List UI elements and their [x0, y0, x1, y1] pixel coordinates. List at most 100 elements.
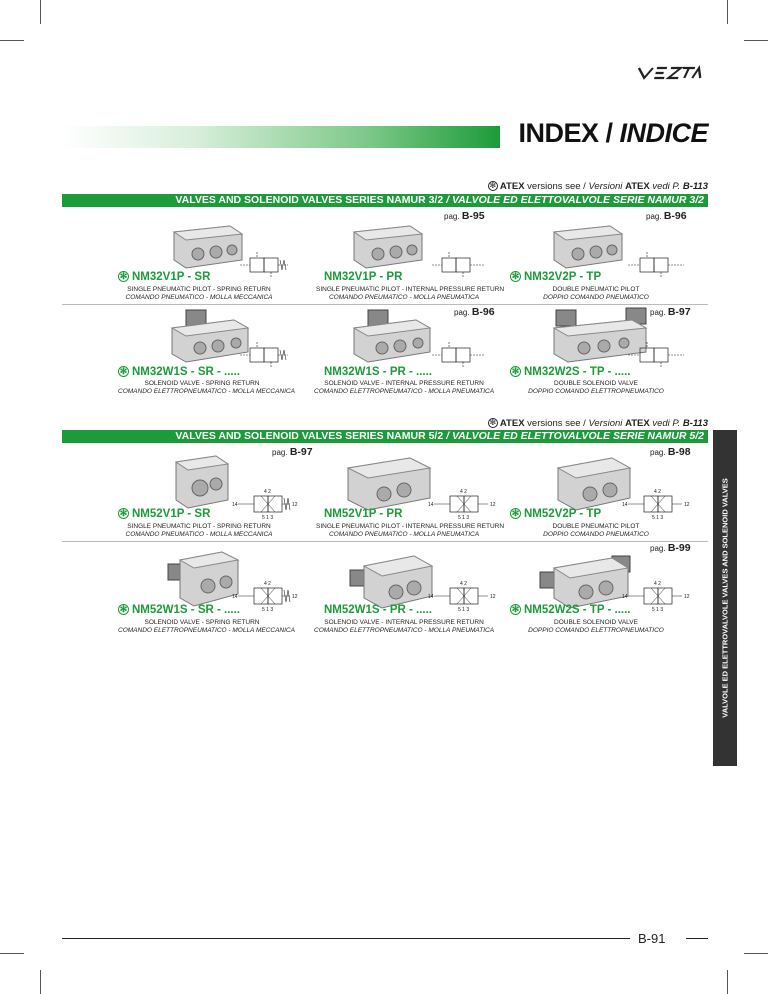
product-desc-en: SINGLE PNEUMATIC PILOT - SPRING RETURN [127, 286, 271, 293]
product-desc-en: DOUBLE SOLENOID VALVE [554, 619, 638, 626]
valve-product-image [556, 457, 632, 511]
svg-text:4 2: 4 2 [264, 489, 271, 495]
page-ref[interactable]: pag. B-96 [454, 306, 495, 318]
svg-text:5 1 3: 5 1 3 [652, 607, 663, 613]
valve-product-image [352, 225, 424, 269]
atex-star-icon: ✻ [118, 366, 129, 378]
valve-symbol-icon [240, 252, 288, 278]
product-desc-it: COMANDO PNEUMATICO - MOLLA PNEUMATICA [328, 531, 480, 538]
side-tab-label: VALVOLE ED ELETTROVALVOLE VALVES AND SOL… [720, 478, 730, 718]
product-name[interactable]: NM52W1S - PR - ..... [324, 604, 432, 616]
valve-symbol-5-2-icon: 4 2 14 12 5 1 3 [428, 581, 496, 613]
valve-product-image [172, 225, 244, 269]
valve-symbol-icon [432, 252, 484, 278]
product-name[interactable]: NM32W1S - PR - ..... [324, 366, 432, 378]
svg-text:14: 14 [428, 594, 434, 600]
product-desc-en: SINGLE PNEUMATIC PILOT - INTERNAL PRESSU… [316, 523, 505, 530]
product-name[interactable]: NM52V1P - PR [324, 508, 403, 520]
page-number: B-91 [638, 931, 666, 946]
valve-symbol-5-2-icon: 4 2 14 12 5 1 3 [232, 489, 298, 521]
solenoid-valve-product-image [552, 307, 648, 363]
atex-star-icon: ✻ [487, 418, 498, 429]
product-desc-it: DOPPIO COMANDO ELETTROPNEUMATICO [528, 627, 664, 634]
solenoid-valve-product-image [352, 309, 432, 363]
crop-mark [744, 953, 768, 954]
section-header-namur-52: VALVES AND SOLENOID VALVES SERIES NAMUR … [62, 430, 708, 443]
product-desc-it: DOPPIO COMANDO ELETTROPNEUMATICO [528, 388, 664, 395]
atex-note: ✻ATEX versions see / Versioni ATEX vedi … [487, 418, 708, 429]
crop-mark [727, 970, 728, 994]
product-desc-en: DOUBLE PNEUMATIC PILOT [552, 523, 640, 530]
valve-symbol-icon [628, 342, 684, 368]
svg-text:4 2: 4 2 [460, 489, 467, 495]
atex-star-icon: ✻ [510, 604, 521, 616]
valve-product-image [552, 225, 624, 269]
footer-rule [686, 938, 708, 939]
product-name[interactable]: ✻NM52W2S - TP - ..... [510, 604, 631, 616]
divider [62, 541, 708, 542]
product-desc-it: COMANDO ELETTROPNEUMATICO - MOLLA MECCAN… [118, 388, 295, 395]
svg-text:12: 12 [292, 502, 298, 508]
valve-symbol-icon [240, 342, 288, 368]
page-ref[interactable]: pag. B-98 [650, 446, 691, 458]
svg-text:14: 14 [232, 502, 238, 508]
crop-mark [0, 40, 24, 41]
product-desc-en: SOLENOID VALVE - INTERNAL PRESSURE RETUR… [324, 380, 484, 387]
product-desc-it: COMANDO ELETTROPNEUMATICO - MOLLA MECCAN… [118, 627, 295, 634]
valve-symbol-icon [628, 252, 684, 278]
product-name[interactable]: ✻NM32W2S - TP - ..... [510, 366, 631, 378]
footer-rule [62, 938, 630, 939]
product-desc-it: COMANDO PNEUMATICO - MOLLA PNEUMATICA [328, 294, 480, 301]
svg-text:14: 14 [622, 594, 628, 600]
svg-text:12: 12 [292, 594, 298, 600]
product-desc-en: DOUBLE PNEUMATIC PILOT [552, 286, 640, 293]
valve-symbol-5-2-icon: 4 2 14 12 5 1 3 [622, 489, 690, 521]
svg-text:14: 14 [428, 502, 434, 508]
atex-star-icon: ✻ [118, 508, 129, 520]
page-ref[interactable]: pag. B-97 [272, 446, 313, 458]
solenoid-valve-product-image [170, 309, 250, 363]
valve-product-image [346, 457, 432, 511]
product-name[interactable]: ✻NM52V1P - SR [118, 508, 211, 520]
valve-symbol-5-2-icon: 4 2 14 12 5 1 3 [622, 581, 690, 613]
valve-symbol-5-2-icon: 4 2 14 12 5 1 3 [232, 581, 298, 613]
product-name[interactable]: ✻NM52W1S - SR - ..... [118, 604, 240, 616]
svg-text:5 1 3: 5 1 3 [458, 607, 469, 613]
solenoid-valve-product-image [349, 555, 434, 609]
svg-text:5 1 3: 5 1 3 [652, 515, 663, 521]
product-name[interactable]: ✻NM32V1P - SR [118, 271, 211, 283]
svg-text:14: 14 [232, 594, 238, 600]
svg-text:4 2: 4 2 [264, 581, 271, 587]
product-desc-it: DOPPIO COMANDO PNEUMATICO [543, 531, 649, 538]
page-ref[interactable]: pag. B-96 [646, 210, 687, 222]
page-ref[interactable]: pag. B-97 [650, 306, 691, 318]
svg-text:4 2: 4 2 [654, 581, 661, 587]
product-name[interactable]: ✻NM52V2P - TP [510, 508, 602, 520]
product-name[interactable]: NM32V1P - PR [324, 271, 403, 283]
page-ref[interactable]: pag. B-95 [444, 210, 485, 222]
page-title: INDEX / INDICE [518, 118, 708, 148]
product-desc-en: SOLENOID VALVE - INTERNAL PRESSURE RETUR… [324, 619, 484, 626]
atex-star-icon: ✻ [510, 366, 521, 378]
divider [62, 304, 708, 305]
product-desc-en: SINGLE PNEUMATIC PILOT - SPRING RETURN [127, 523, 271, 530]
valve-product-image [174, 455, 230, 509]
svg-text:14: 14 [622, 502, 628, 508]
product-name[interactable]: ✻NM32V2P - TP [510, 271, 602, 283]
atex-star-icon: ✻ [510, 271, 521, 283]
page-ref[interactable]: pag. B-99 [650, 542, 691, 554]
svg-text:5 1 3: 5 1 3 [262, 515, 273, 521]
atex-star-icon: ✻ [510, 508, 521, 520]
product-name[interactable]: ✻NM32W1S - SR - ..... [118, 366, 240, 378]
valve-symbol-5-2-icon: 4 2 14 12 5 1 3 [428, 489, 496, 521]
product-desc-en: SOLENOID VALVE - SPRING RETURN [144, 380, 260, 387]
svg-text:5 1 3: 5 1 3 [458, 515, 469, 521]
valve-symbol-icon [432, 342, 484, 368]
crop-mark [0, 953, 24, 954]
side-tab [713, 430, 737, 766]
product-desc-it: COMANDO PNEUMATICO - MOLLA MECCANICA [125, 531, 273, 538]
crop-mark [40, 0, 41, 24]
product-desc-en: SOLENOID VALVE - SPRING RETURN [144, 619, 260, 626]
svg-text:4 2: 4 2 [460, 581, 467, 587]
vesta-logo [637, 65, 702, 80]
